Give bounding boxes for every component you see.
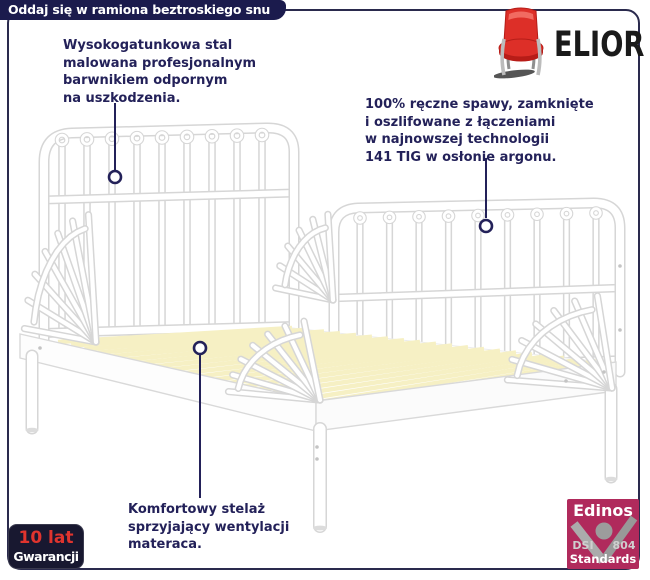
top-banner: Oddaj się w ramiona beztroskiego snu xyxy=(0,0,287,20)
warranty-label: Gwarancji xyxy=(13,549,79,564)
bed-illustration xyxy=(19,122,626,533)
standards-badge: Edinos DSI 804 Standards xyxy=(567,499,639,573)
warranty-duration: 10 lat xyxy=(18,528,74,548)
checkmark-v-icon xyxy=(570,521,607,564)
banner-text: Oddaj się w ramiona beztroskiego snu xyxy=(8,2,271,17)
warranty-badge: 10 lat Gwarancji xyxy=(8,524,84,569)
standards-label: Standards xyxy=(570,552,637,566)
callout-lines xyxy=(107,103,494,498)
image-frame-border xyxy=(7,9,640,570)
callout-slats-text: Komfortowy stelaż sprzyjający wentylacji… xyxy=(128,502,290,552)
standards-brand: Edinos xyxy=(573,501,633,520)
standards-code-left: DSI xyxy=(572,539,593,552)
elior-wordmark: ELIOR xyxy=(554,25,645,65)
callout-steel-text: Wysokogatunkowa stal malowana profesjona… xyxy=(63,38,257,106)
elior-logo: ELIOR xyxy=(494,5,644,81)
callout-welds-text: 100% ręczne spawy, zamknięte i oszlifowa… xyxy=(365,97,594,165)
standards-code-right: 804 xyxy=(613,539,636,552)
red-chair-icon xyxy=(494,7,544,79)
